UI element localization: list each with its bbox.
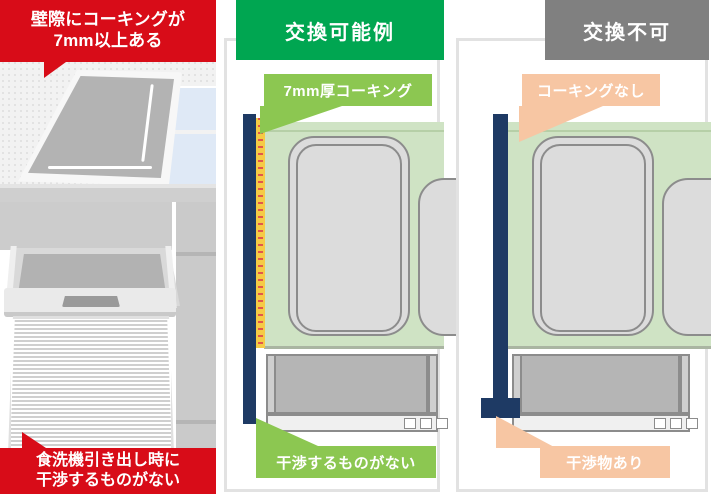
caulking-strip-7mm — [256, 118, 265, 348]
center-bottom-callout: 干渉するものがない — [256, 418, 436, 478]
right-dishwasher-control-bar — [512, 414, 698, 432]
center-bottom-callout-label: 干渉するものがない — [276, 454, 416, 472]
center-bottom-callout-tail — [256, 418, 318, 446]
dishwasher-handle-shadow — [4, 312, 176, 317]
bottom-red-banner: 食洗機引き出し時に 干渉するものがない — [0, 432, 216, 494]
countertop-edge-light — [0, 184, 216, 189]
center-control-button-2 — [420, 418, 432, 429]
center-dishwasher-body — [274, 354, 428, 414]
right-control-button-3 — [686, 418, 698, 429]
right-top-callout-tail — [519, 106, 603, 142]
sink-highlight-horizontal — [48, 166, 152, 169]
cabinet-right-seam-upper — [176, 252, 216, 256]
bottom-banner-line1: 食洗機引き出し時に — [35, 452, 180, 470]
center-dishwasher-side-right — [428, 354, 438, 414]
center-sink-bowl-inner — [296, 144, 402, 332]
dishwasher-interior — [18, 254, 166, 294]
right-wall — [493, 114, 508, 414]
right-counter-front-edge — [507, 346, 711, 349]
right-control-button-2 — [670, 418, 682, 429]
right-top-callout-label: コーキングなし — [536, 82, 646, 100]
center-wall — [243, 114, 256, 424]
right-dishwasher-body — [520, 354, 680, 414]
right-top-callout: コーキングなし — [519, 74, 660, 142]
top-banner-line2: 7mm以上ある — [53, 31, 163, 50]
center-control-button-3 — [436, 418, 448, 429]
cabinet-right-seam-lower — [176, 420, 216, 424]
center-counter-backline — [264, 130, 444, 132]
top-red-banner: 壁際にコーキングが 7mm以上ある — [0, 0, 216, 78]
right-bottom-callout: 干渉物あり — [496, 416, 670, 478]
right-panel-header: 交換不可 — [545, 0, 709, 60]
cabinet-upper-left-face — [0, 202, 172, 250]
kitchen-illustration — [0, 0, 216, 492]
right-sink-bowl-inner — [540, 144, 646, 332]
center-top-callout-tail — [260, 106, 342, 134]
right-secondary-bowl — [662, 178, 711, 336]
countertop-front-face — [0, 188, 216, 202]
counter-divider — [168, 86, 216, 89]
center-header-label: 交換可能例 — [285, 21, 395, 44]
dishwasher-drawer-basket — [10, 318, 172, 452]
bottom-banner-line2: 干渉するものがない — [35, 472, 180, 489]
right-bottom-callout-tail — [496, 416, 556, 448]
right-bottom-callout-label: 干渉物あり — [566, 454, 644, 472]
center-control-button-1 — [404, 418, 416, 429]
right-counter-backline — [507, 130, 711, 132]
right-wall-baseboard-obstruction — [481, 398, 520, 418]
center-top-callout: 7mm厚コーキング — [260, 74, 432, 134]
right-dishwasher-side-right — [680, 354, 690, 414]
top-banner-tail — [44, 62, 66, 78]
center-panel-header: 交換可能例 — [236, 0, 444, 60]
left-photo-panel: 壁際にコーキングが 7mm以上ある 食洗機引き出し時に 干渉するものがない — [0, 0, 216, 494]
top-banner-line1: 壁際にコーキングが — [30, 10, 186, 30]
window-reflection-lower — [168, 134, 216, 184]
center-top-callout-label: 7mm厚コーキング — [283, 82, 413, 100]
center-counter-front-edge — [264, 346, 444, 349]
cabinet-right-column — [176, 202, 216, 492]
right-control-button-1 — [654, 418, 666, 429]
bottom-banner-tail — [22, 432, 46, 448]
right-header-label: 交換不可 — [583, 21, 671, 44]
dishwasher-grip — [62, 296, 120, 307]
